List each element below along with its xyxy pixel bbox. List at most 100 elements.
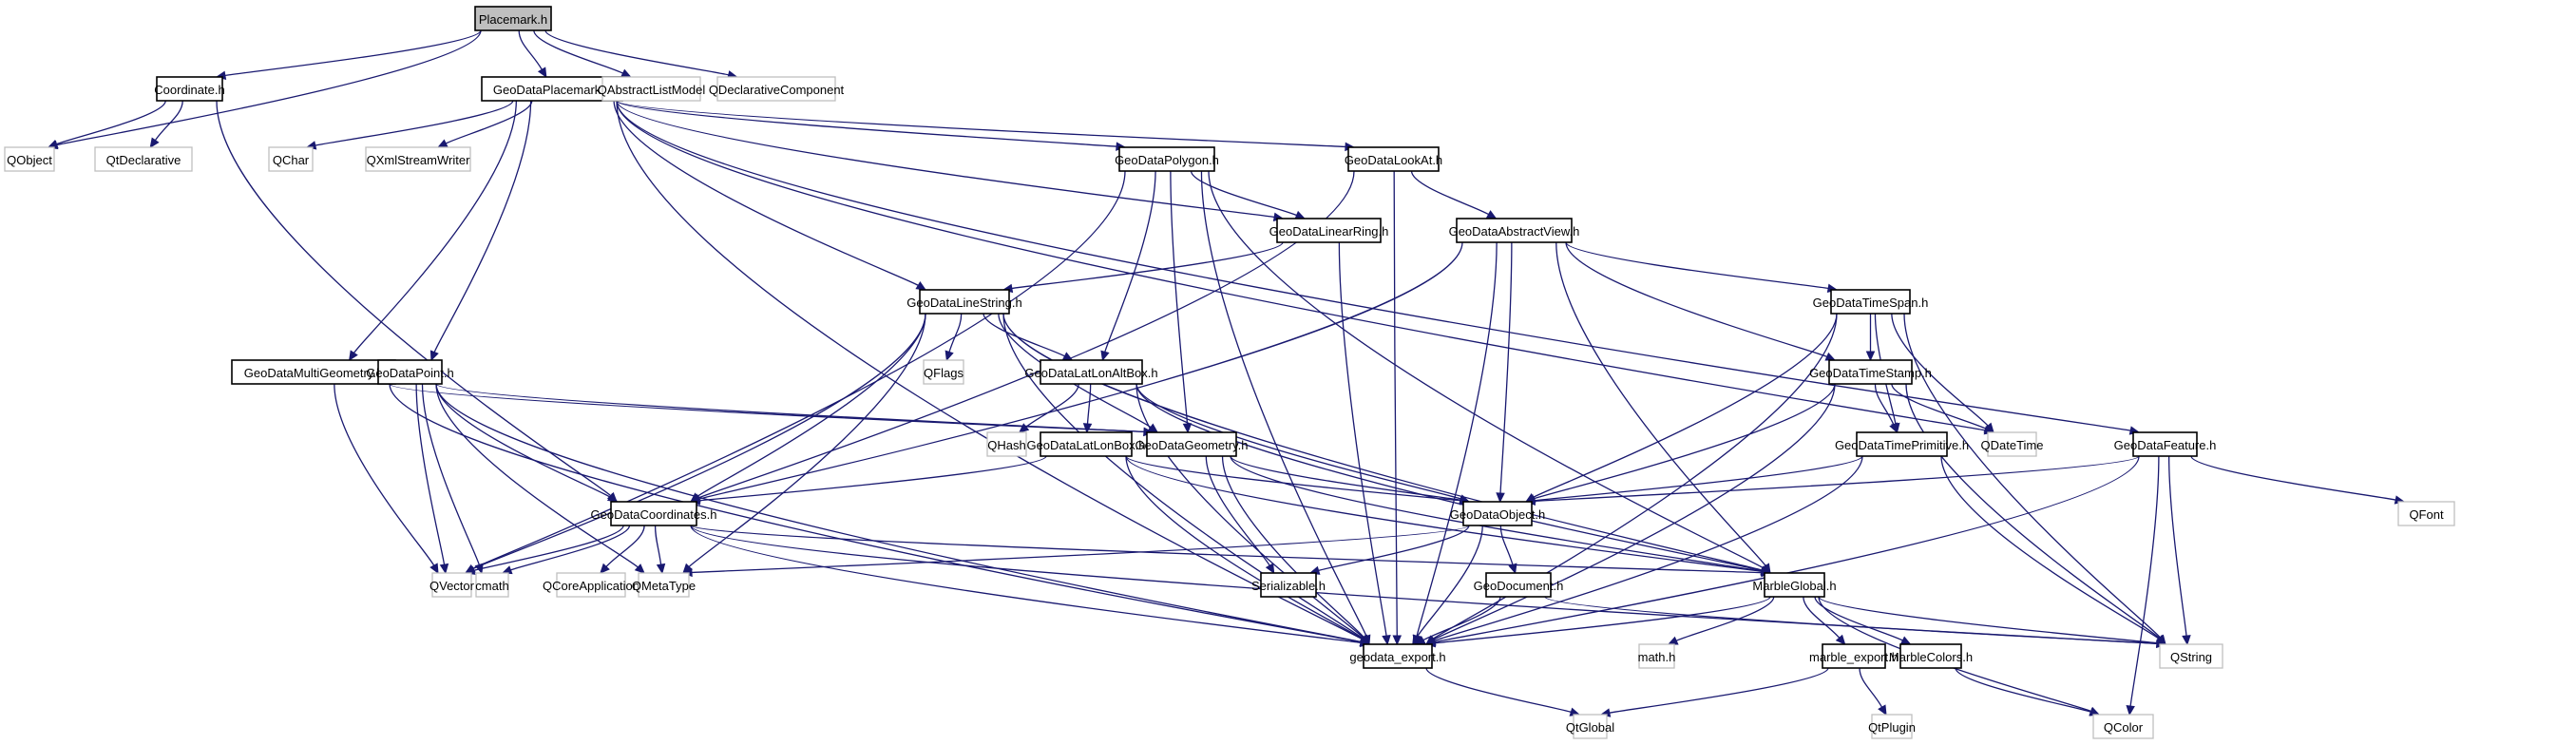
node-box — [2159, 643, 2223, 669]
edge-line — [1609, 667, 1829, 714]
edge-line — [445, 100, 533, 144]
node-geodatatimeprimitive[interactable]: GeoDataTimePrimitive.h — [1835, 431, 1969, 457]
arrowhead-icon — [915, 280, 927, 291]
node-label: Placemark.h — [479, 12, 547, 27]
edge-line — [1410, 170, 1489, 216]
node-marbleexport[interactable]: marble_export.h — [1809, 643, 1899, 669]
node-qstring: QString — [2159, 643, 2223, 669]
edge-geodatamultigeometry-to-geodatageometry — [389, 383, 1154, 437]
node-box — [1764, 572, 1825, 598]
edge-line — [605, 525, 645, 567]
node-coordinate[interactable]: Coordinate.h — [154, 76, 225, 102]
node-geodatalinestring[interactable]: GeoDataLineString.h — [906, 289, 1022, 315]
node-geodocument[interactable]: GeoDocument.h — [1474, 572, 1564, 598]
node-box — [1118, 146, 1215, 172]
node-label: GeoDataAbstractView.h — [1449, 224, 1580, 239]
edge-geodatalinestring-to-qmetatype — [682, 313, 926, 574]
node-qobject: QObject — [4, 146, 55, 172]
edge-line — [56, 29, 482, 146]
edge-line — [1955, 667, 2091, 713]
node-label: cmath — [475, 579, 508, 593]
edge-line — [616, 100, 1986, 431]
node-geodatatimestamp[interactable]: GeoDataTimeStamp.h — [1809, 359, 1932, 385]
edge-line — [616, 100, 1346, 148]
edge-line — [1422, 596, 1501, 641]
node-marblecolors[interactable]: MarbleColors.h — [1889, 643, 1973, 669]
node-geodatamultigeometry[interactable]: GeoDataMultiGeometry.h — [231, 359, 396, 385]
node-box — [94, 146, 193, 172]
node-qhash: QHash — [986, 431, 1027, 457]
node-geodatafeature[interactable]: GeoDataFeature.h — [2114, 431, 2217, 457]
node-label: GeoDataTimePrimitive.h — [1835, 438, 1969, 452]
node-geodatalinearring[interactable]: GeoDataLinearRing.h — [1269, 218, 1389, 243]
node-geodatapolygon[interactable]: GeoDataPolygon.h — [1115, 146, 1219, 172]
node-label: QMetaType — [632, 579, 696, 593]
edge-line — [1534, 383, 1836, 500]
node-label: geodata_export.h — [1349, 650, 1445, 664]
arrowhead-icon — [1100, 350, 1110, 362]
node-box — [2092, 714, 2154, 739]
edge-line — [1499, 241, 1513, 494]
node-geodatageometry[interactable]: GeoDataGeometry.h — [1135, 431, 1249, 457]
edge-line — [433, 100, 532, 353]
edge-geodatalinestring-to-qflags — [945, 313, 963, 362]
edge-line — [698, 455, 1047, 502]
arrowhead-icon — [1018, 423, 1030, 433]
edge-geodataabstractview-to-geodatatimespan — [1565, 241, 1839, 294]
edge-line — [2129, 455, 2160, 707]
edge-geodatapolygon-to-geodatageometry — [1170, 170, 1193, 434]
node-qdeclarativecomponent: QDeclarativeComponent — [709, 76, 845, 102]
node-qflags: QFlags — [923, 359, 964, 385]
node-box — [1276, 218, 1382, 243]
node-box — [638, 572, 690, 598]
edge-line — [691, 525, 1470, 574]
edge-line — [1891, 383, 1987, 430]
node-qtplugin: QtPlugin — [1868, 714, 1916, 739]
edge-geodataobject-to-geodocument — [1499, 525, 1517, 575]
edge-line — [1416, 241, 1498, 637]
node-geodataobject[interactable]: GeoDataObject.h — [1450, 501, 1545, 526]
node-qtdeclarative: QtDeclarative — [94, 146, 193, 172]
node-geodatalookat[interactable]: GeoDataLookAt.h — [1345, 146, 1442, 172]
arrowhead-icon — [1889, 422, 1899, 434]
node-geodataabstractview[interactable]: GeoDataAbstractView.h — [1449, 218, 1580, 243]
node-qcolor: QColor — [2092, 714, 2154, 739]
edge-line — [472, 313, 926, 570]
node-marbleglobal[interactable]: MarbleGlobal.h — [1752, 572, 1837, 598]
arrowhead-icon — [1392, 635, 1402, 646]
arrowhead-icon — [1382, 634, 1391, 646]
arrowhead-icon — [149, 137, 160, 149]
edge-line — [1025, 383, 1079, 428]
node-geodataexport[interactable]: geodata_export.h — [1349, 643, 1446, 669]
node-geodatalatlonaltbox[interactable]: GeoDataLatLonAltBox.h — [1024, 359, 1158, 385]
edge-line — [1190, 170, 1297, 217]
edge-geodatalookat-to-geodataexport — [1392, 170, 1402, 646]
edge-line — [1125, 455, 1461, 502]
node-box — [1363, 643, 1433, 669]
edge-geodatalatlonaltbox-to-qhash — [1018, 383, 1079, 433]
edge-line — [1555, 241, 1766, 566]
arrowhead-icon — [656, 563, 666, 575]
node-box — [923, 359, 964, 385]
edge-line — [1499, 525, 1514, 565]
node-serializable[interactable]: Serializable.h — [1251, 572, 1326, 598]
node-geodataplacemark[interactable]: GeoDataPlacemark.h — [481, 76, 623, 102]
node-placemark[interactable]: Placemark.h — [474, 6, 552, 31]
node-label: GeoDataCoordinates.h — [591, 507, 717, 522]
node-label: QString — [2170, 650, 2212, 664]
node-geodatatimespan[interactable]: GeoDataTimeSpan.h — [1813, 289, 1929, 315]
edge-geodatafeature-to-geodataexport — [1424, 455, 2140, 647]
node-geodatalatlonbox[interactable]: GeoDataLatLonBox.h — [1026, 431, 1146, 457]
edge-line — [1533, 313, 1838, 498]
edge-line — [56, 100, 166, 145]
node-box — [4, 146, 55, 172]
edge-geodatamultigeometry-to-qvector — [334, 383, 439, 575]
edge-line — [421, 383, 480, 565]
edge-geodatatimestamp-to-geodataobject — [1524, 383, 1836, 504]
node-box — [365, 146, 471, 172]
node-geodatacoordinates[interactable]: GeoDataCoordinates.h — [591, 501, 717, 526]
arrowhead-icon — [1878, 704, 1887, 716]
node-geodatapoint[interactable]: GeoDataPoint.h — [366, 359, 454, 385]
arrowhead-icon — [1485, 210, 1498, 220]
